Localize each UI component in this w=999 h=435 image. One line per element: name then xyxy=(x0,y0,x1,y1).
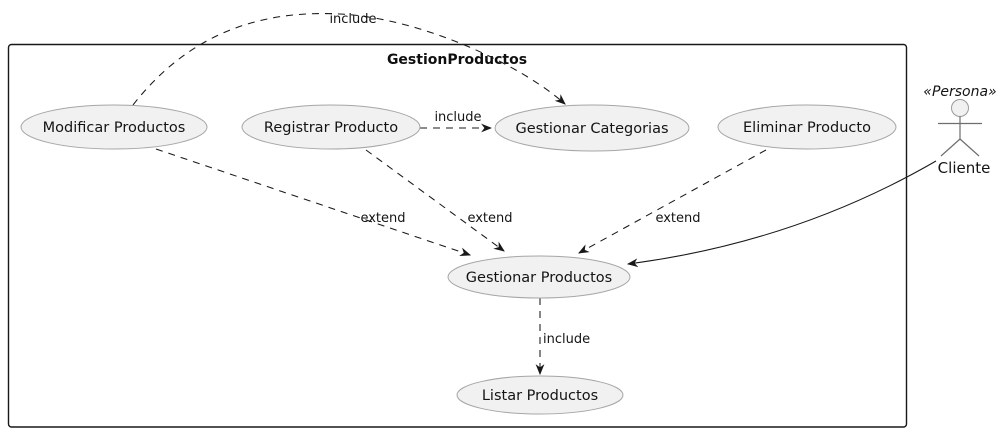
usecase-gestionar-categorias: Gestionar Categorias xyxy=(494,104,690,152)
edges: include include extend extend extend inc… xyxy=(132,12,937,376)
usecase-registrar-producto: Registrar Producto xyxy=(241,104,421,150)
usecase-label: Modificar Productos xyxy=(43,120,186,136)
edge-label-include-top: include xyxy=(329,12,376,27)
actor-name: Cliente xyxy=(938,159,991,177)
usecase-ellipse xyxy=(447,255,631,299)
actor-cliente: «Persona» Cliente xyxy=(923,84,996,177)
actor-right-leg-icon xyxy=(959,138,980,157)
usecase-ellipse xyxy=(494,104,690,152)
usecase-ellipse xyxy=(717,104,897,150)
edge-label-extend-1: extend xyxy=(360,211,405,226)
usecase-listar-productos: Listar Productos xyxy=(456,375,624,415)
actor-left-leg-icon xyxy=(940,138,961,157)
edge-label-include-vertical: include xyxy=(543,332,590,347)
usecase-label: Gestionar Productos xyxy=(466,270,612,286)
edge-label-extend-2: extend xyxy=(467,211,512,226)
edge-extend-eliminar xyxy=(578,149,767,254)
edge-label-extend-3: extend xyxy=(655,211,700,226)
edge-label-include-horizontal: include xyxy=(434,110,481,125)
edge-include-modificar-to-categorias xyxy=(132,13,566,106)
usecase-label: Listar Productos xyxy=(482,388,598,404)
usecase-label: Gestionar Categorias xyxy=(515,121,668,137)
system-boundary xyxy=(7,43,908,428)
usecase-modificar-productos: Modificar Productos xyxy=(20,104,208,150)
actor-head-icon xyxy=(951,99,969,117)
usecase-eliminar-producto: Eliminar Producto xyxy=(717,104,897,150)
usecase-label: Registrar Producto xyxy=(264,120,398,136)
usecase-ellipse xyxy=(456,375,624,415)
usecase-label: Eliminar Producto xyxy=(743,120,871,136)
usecase-ellipse xyxy=(241,104,421,150)
system-boundary-title: GestionProductos xyxy=(387,52,527,68)
usecase-gestionar-productos: Gestionar Productos xyxy=(447,255,631,299)
edge-extend-registrar xyxy=(365,149,505,252)
edge-extend-modificar xyxy=(155,148,472,257)
actor-stereotype: «Persona» xyxy=(923,84,996,100)
edge-cliente-to-gestionar-productos xyxy=(626,160,937,268)
usecase-ellipse xyxy=(20,104,208,150)
